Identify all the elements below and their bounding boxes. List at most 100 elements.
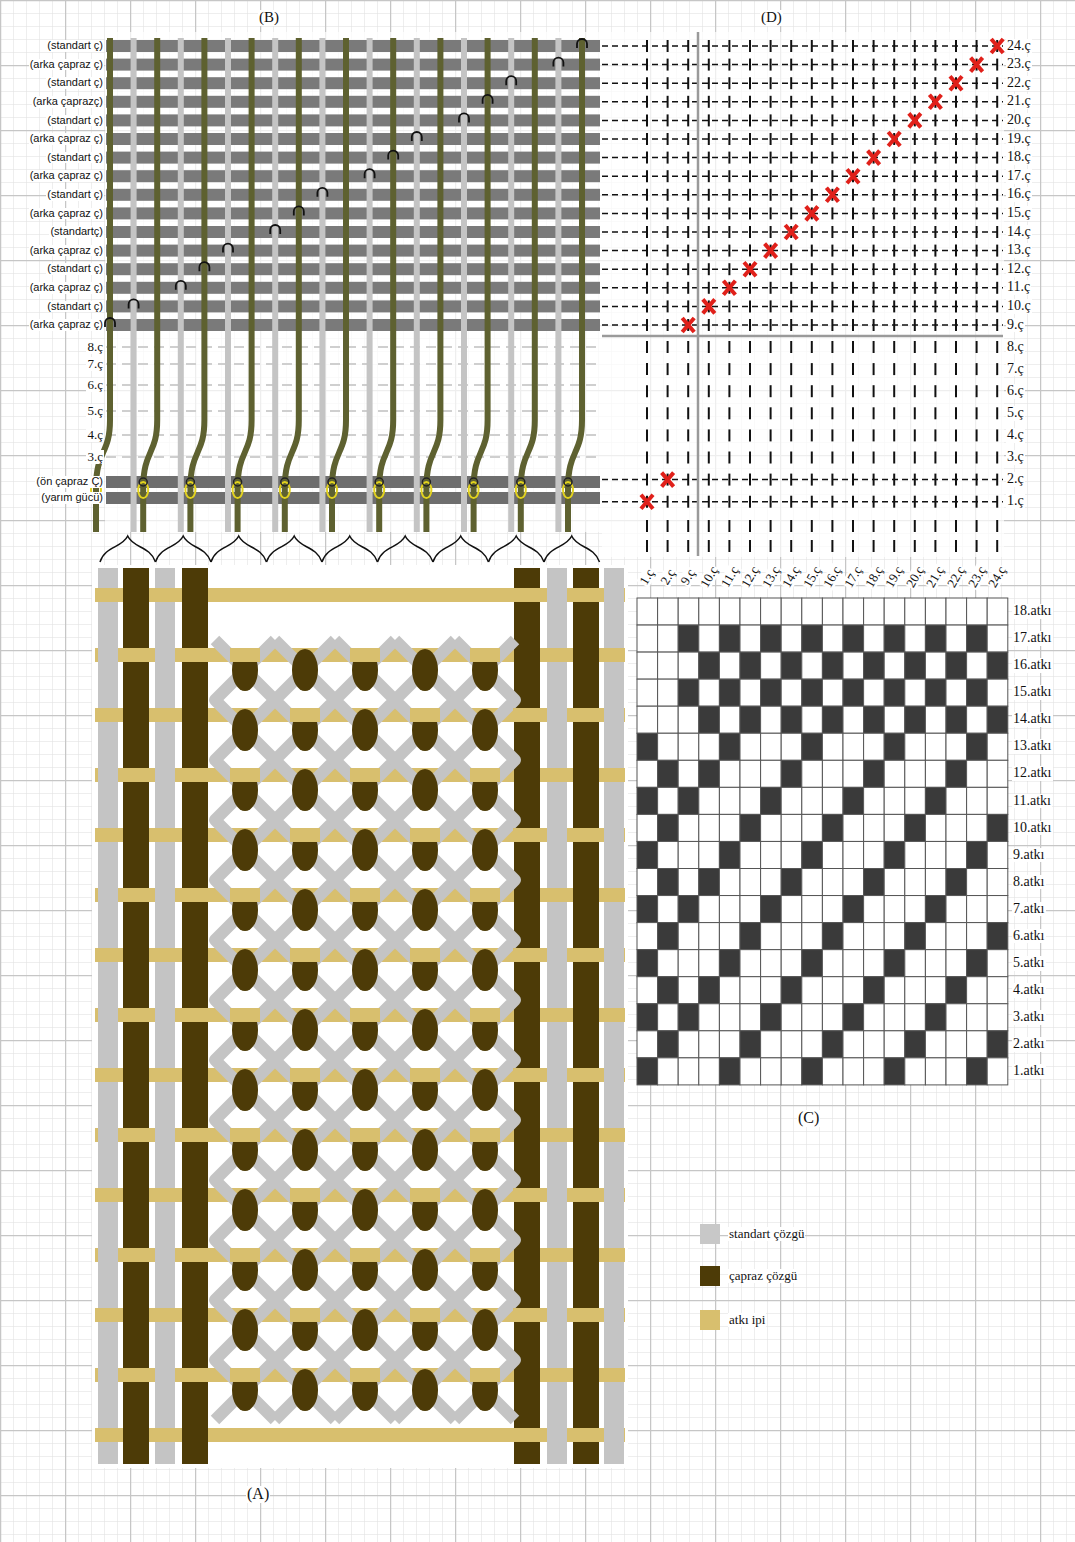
tick-mark: [687, 133, 689, 145]
tick-mark: [893, 77, 895, 89]
weave-cell: [699, 733, 720, 760]
heddle-draft: [91, 32, 602, 562]
weave-cell: [905, 625, 926, 652]
shaft-number: 21.ç: [1006, 94, 1032, 109]
tick-mark: [749, 496, 751, 508]
tick-mark: [790, 540, 792, 552]
tick-mark: [708, 133, 710, 145]
shaft-number: 13.ç: [1006, 243, 1032, 258]
tick-mark: [914, 319, 916, 331]
weave-cell: [658, 760, 679, 787]
legend-text: atkı ipi: [728, 1313, 766, 1327]
tick-mark: [996, 363, 998, 375]
tick-mark: [976, 385, 978, 397]
tick-mark: [749, 114, 751, 126]
shaft-line: [602, 138, 1003, 140]
weave-cell: [699, 923, 720, 950]
tick-mark: [708, 59, 710, 71]
heddle-label: (arka çapraz ç): [29, 319, 104, 331]
tick-mark: [976, 520, 978, 532]
weave-cell: [925, 706, 946, 733]
tick-mark: [996, 300, 998, 312]
heddle-label: (standart ç): [46, 40, 104, 52]
tick-mark: [749, 59, 751, 71]
weave-cell: [802, 896, 823, 923]
weave-cell: [802, 923, 823, 950]
tick-mark: [934, 40, 936, 52]
tick-mark: [873, 96, 875, 108]
tick-mark: [708, 452, 710, 464]
tick-mark: [831, 152, 833, 164]
weave-cell: [967, 625, 988, 652]
tick-mark: [728, 114, 730, 126]
tick-mark: [893, 40, 895, 52]
tick-mark: [996, 152, 998, 164]
weft-over: [350, 1248, 380, 1262]
tick-mark: [770, 96, 772, 108]
tick-mark: [749, 189, 751, 201]
tick-mark: [667, 282, 669, 294]
weft-over: [350, 1128, 380, 1142]
tick-mark: [873, 429, 875, 441]
weave-cell: [658, 706, 679, 733]
tick-mark: [749, 77, 751, 89]
weave-cell: [967, 977, 988, 1004]
tick-mark: [749, 96, 751, 108]
tick-mark: [687, 520, 689, 532]
heddle-hook: [577, 39, 587, 48]
tick-mark: [934, 263, 936, 275]
doup-warp-segment: [292, 649, 318, 691]
tick-mark: [728, 474, 730, 486]
weft-over: [410, 828, 440, 842]
tick-mark: [667, 385, 669, 397]
tick-mark: [708, 407, 710, 419]
threading-mark: [826, 188, 838, 202]
tick-mark: [955, 207, 957, 219]
tick-mark: [996, 520, 998, 532]
doup-warp-segment: [352, 829, 378, 871]
doup-warp-segment: [412, 1129, 438, 1171]
weft-over: [513, 1188, 541, 1202]
weave-cell: [658, 679, 679, 706]
weave-cell: [925, 625, 946, 652]
tick-mark: [852, 319, 854, 331]
tick-mark: [996, 496, 998, 508]
weave-cell: [740, 950, 761, 977]
weave-cell: [678, 625, 699, 652]
tick-mark: [687, 226, 689, 238]
reed-bracket: [544, 536, 600, 562]
doup-warp-segment: [412, 649, 438, 691]
tick-mark: [667, 263, 669, 275]
weave-cell: [802, 1031, 823, 1058]
doup-warp-thread: [379, 38, 393, 532]
tick-mark: [996, 170, 998, 182]
threading-mark: [909, 113, 921, 127]
tick-mark: [893, 300, 895, 312]
weave-cell: [987, 869, 1008, 896]
tick-mark: [852, 59, 854, 71]
weave-cell: [822, 869, 843, 896]
fabric-ground: [92, 565, 628, 1468]
weave-cell: [884, 814, 905, 841]
warp-thread: [155, 568, 175, 1464]
tick-mark: [667, 429, 669, 441]
weave-cell: [781, 733, 802, 760]
tick-mark: [996, 96, 998, 108]
tick-mark: [914, 133, 916, 145]
pick-number: 4.atkı: [1012, 983, 1046, 998]
weave-cell: [946, 679, 967, 706]
weave-cell: [987, 679, 1008, 706]
tick-mark: [934, 170, 936, 182]
tick-mark: [687, 170, 689, 182]
warp-number: 24.ç: [985, 563, 1009, 591]
tick-mark: [955, 363, 957, 375]
tick-mark: [790, 207, 792, 219]
weave-cell: [740, 977, 761, 1004]
heddle-label: (arka çaprazç): [32, 96, 104, 108]
tick-mark: [687, 40, 689, 52]
tick-mark: [811, 59, 813, 71]
doup-warp-segment: [472, 1309, 498, 1351]
tick-mark: [893, 540, 895, 552]
shaft-line: [602, 268, 1003, 270]
